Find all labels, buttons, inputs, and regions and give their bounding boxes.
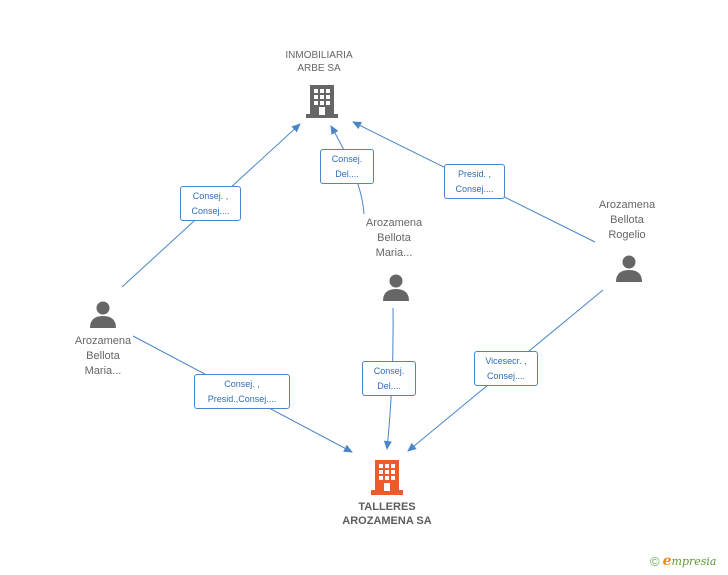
person-left-line3: Maria... [84,365,122,377]
person-left-name[interactable]: Arozamena Bellota Maria... [53,334,153,379]
relation-line1: Consej. [373,366,405,376]
person-right-name[interactable]: Arozamena Bellota Rogelio [577,198,677,243]
company-main-name-line2: AROZAMENA SA [342,515,432,527]
relation-line1: Presid. , [457,169,491,179]
person-right-line2: Bellota [610,214,644,226]
person-icon[interactable] [89,300,117,328]
relation-line1: Consej. , [192,191,229,201]
relation-label-left-to-top[interactable]: Consej. , Consej.... [180,186,241,221]
relation-label-center-to-main[interactable]: Consej. Del.... [362,361,416,396]
brand-watermark: ©empresia [650,553,716,573]
building-icon-main[interactable] [371,459,403,495]
person-left-line2: Bellota [86,350,120,362]
brand-initial: e [662,553,672,569]
brand-logo: empresia [662,553,717,569]
building-icon[interactable] [306,84,338,118]
relation-label-right-to-main[interactable]: Vicesecr. , Consej.... [474,351,538,386]
person-left-line1: Arozamena [74,335,132,347]
person-icon[interactable] [382,273,410,301]
person-center-line1: Arozamena [365,217,423,229]
relation-line2: Presid.,Consej.... [207,394,277,404]
company-top-name-line2: ARBE SA [297,63,341,74]
relation-line2: Del.... [335,169,359,179]
copyright-icon: © [650,553,660,569]
person-center-name[interactable]: Arozamena Bellota Maria... [344,216,444,261]
company-main-name[interactable]: TALLERES AROZAMENA SA [322,500,452,528]
person-center-line3: Maria... [375,247,413,259]
relation-label-center-to-top[interactable]: Consej. Del.... [320,149,374,184]
person-right-line3: Rogelio [608,229,646,241]
person-center-line2: Bellota [377,232,411,244]
relation-label-right-to-top[interactable]: Presid. , Consej.... [444,164,505,199]
person-right-line1: Arozamena [598,199,656,211]
relation-line2: Consej.... [486,371,526,381]
person-icon[interactable] [615,254,643,282]
brand-name: mpresia [671,555,717,568]
relation-line2: Consej.... [191,206,230,216]
relation-line2: Del.... [377,381,401,391]
relation-label-left-to-main[interactable]: Consej. , Presid.,Consej.... [194,374,290,409]
company-top-name[interactable]: INMOBILIARIA ARBE SA [269,49,369,75]
relation-line1: Consej. , [224,379,260,389]
relation-line1: Vicesecr. , [485,356,527,366]
relation-line2: Consej.... [455,184,494,194]
company-top-name-line1: INMOBILIARIA [285,50,353,61]
relation-line1: Consej. [331,154,363,164]
company-main-name-line1: TALLERES [358,501,416,513]
